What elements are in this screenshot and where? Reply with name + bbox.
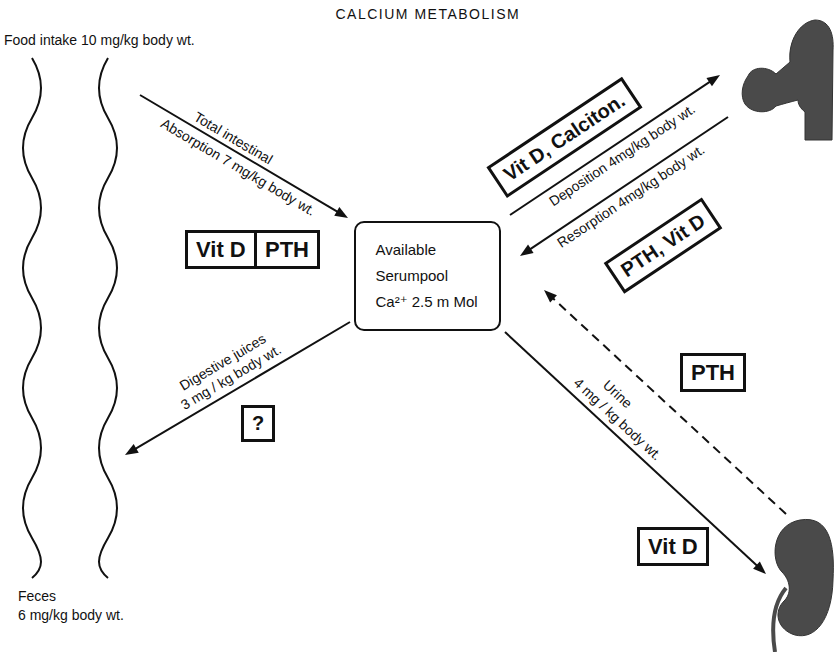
arrow-head xyxy=(334,207,348,218)
flow-arrows xyxy=(125,75,786,574)
diagram-title: CALCIUM METABOLISM xyxy=(336,6,521,22)
intake-label: Food intake 10 mg/kg body wt. xyxy=(4,32,195,48)
intestine-wall xyxy=(99,58,117,578)
arrow-head xyxy=(544,290,557,303)
serum-pool-box: Available Serumpool Ca²⁺ 2.5 m Mol xyxy=(354,221,501,331)
urine-arrow xyxy=(505,332,766,574)
arrow-head xyxy=(706,75,720,86)
box-text: Available Serumpool Ca²⁺ 2.5 m Mol xyxy=(376,237,479,315)
box-text: ? xyxy=(252,412,264,435)
absorption-arrow xyxy=(140,95,348,218)
regulator-box: ? xyxy=(241,405,275,442)
box-text: PTH, Vit D xyxy=(617,209,710,282)
pth-dashed-arrow xyxy=(544,290,786,514)
arrow-head xyxy=(125,444,139,455)
arrow-shaft xyxy=(134,322,350,449)
regulator-box: PTH xyxy=(254,230,320,269)
arrow-shaft xyxy=(140,95,339,212)
regulator-box: Vit D xyxy=(637,527,709,566)
kidney-figure xyxy=(775,519,833,635)
intestine-wall xyxy=(23,58,41,578)
arrow-shaft xyxy=(505,332,758,567)
box-text: PTH xyxy=(265,237,309,262)
output-label: 6 mg/kg body wt. xyxy=(18,607,124,623)
output-label: Feces xyxy=(18,588,56,604)
digestive-juices-arrow xyxy=(125,322,350,455)
bone-figure xyxy=(742,20,833,140)
regulator-box: PTH xyxy=(680,353,746,392)
arrow-head xyxy=(520,245,534,256)
regulator-box: Vit D xyxy=(185,230,257,269)
box-text: Vit D xyxy=(648,534,698,559)
box-text: PTH xyxy=(691,360,735,385)
box-text: Vit D xyxy=(196,237,246,262)
arrow-shaft xyxy=(552,297,786,514)
arrow-head xyxy=(753,561,766,574)
ureter xyxy=(773,588,786,652)
regulator-box: Vit D, Calciton. xyxy=(486,76,642,197)
